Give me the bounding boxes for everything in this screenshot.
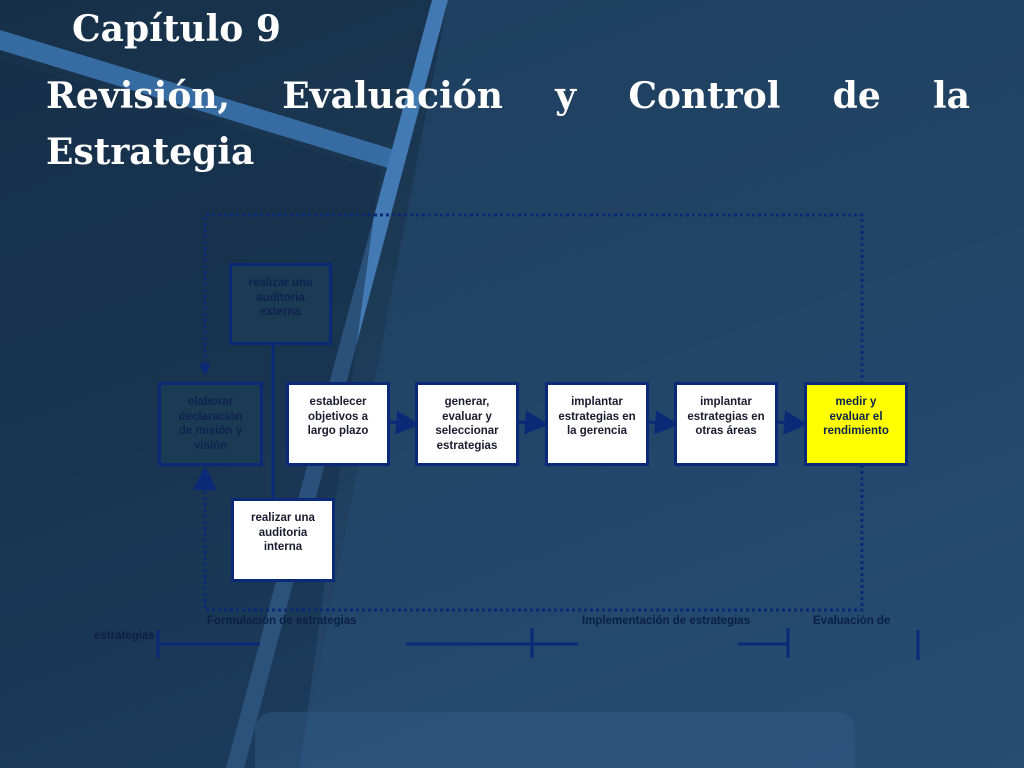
implement-other-label: implantar estrategias en otras áreas xyxy=(687,396,765,437)
flow-arrow xyxy=(648,410,679,435)
flow-arrow xyxy=(777,410,808,435)
objectives-box: establecer objetivos a largo plazo xyxy=(286,382,390,466)
stage-formulation: Formulación de estrategias xyxy=(207,615,357,627)
background-band xyxy=(0,30,395,168)
measure-performance-box: medir y evaluar el rendimiento xyxy=(804,382,908,466)
slide-title: Revisión, Evaluación y Control de la Est… xyxy=(46,75,970,173)
internal-audit-box: realizar una auditoria interna xyxy=(231,498,335,582)
generate-strategies-box: generar, evaluar y seleccionar estrategi… xyxy=(415,382,519,466)
flow-arrow xyxy=(389,410,420,435)
implement-management-label: implantar estrategias en la gerencia xyxy=(558,396,636,437)
external-audit-box: realizar una auditoria externa xyxy=(229,263,332,345)
stage-evaluation-continued: estrategias xyxy=(94,630,155,642)
chapter-heading: Capítulo 9 xyxy=(72,8,281,50)
flow-arrow xyxy=(518,410,549,435)
objectives-label: establecer objetivos a largo plazo xyxy=(307,396,369,437)
background-panel xyxy=(300,0,1024,768)
implement-other-box: implantar estrategias en otras áreas xyxy=(674,382,778,466)
mission-label: elaborar declaración de misión y visión xyxy=(178,396,243,452)
internal-audit-label: realizar una auditoria interna xyxy=(251,512,315,553)
generate-strategies-label: generar, evaluar y seleccionar estrategi… xyxy=(435,396,499,452)
stage-evaluation: Evaluación de xyxy=(813,615,891,627)
background-card xyxy=(255,712,855,768)
stage-implementation: Implementación de estrategias xyxy=(582,615,751,627)
mission-box: elaborar declaración de misión y visión xyxy=(158,382,263,466)
implement-management-box: implantar estrategias en la gerencia xyxy=(545,382,649,466)
external-audit-label: realizar una auditoria externa xyxy=(248,277,313,318)
feedback-arrowhead xyxy=(199,364,211,376)
measure-performance-label: medir y evaluar el rendimiento xyxy=(823,396,889,437)
